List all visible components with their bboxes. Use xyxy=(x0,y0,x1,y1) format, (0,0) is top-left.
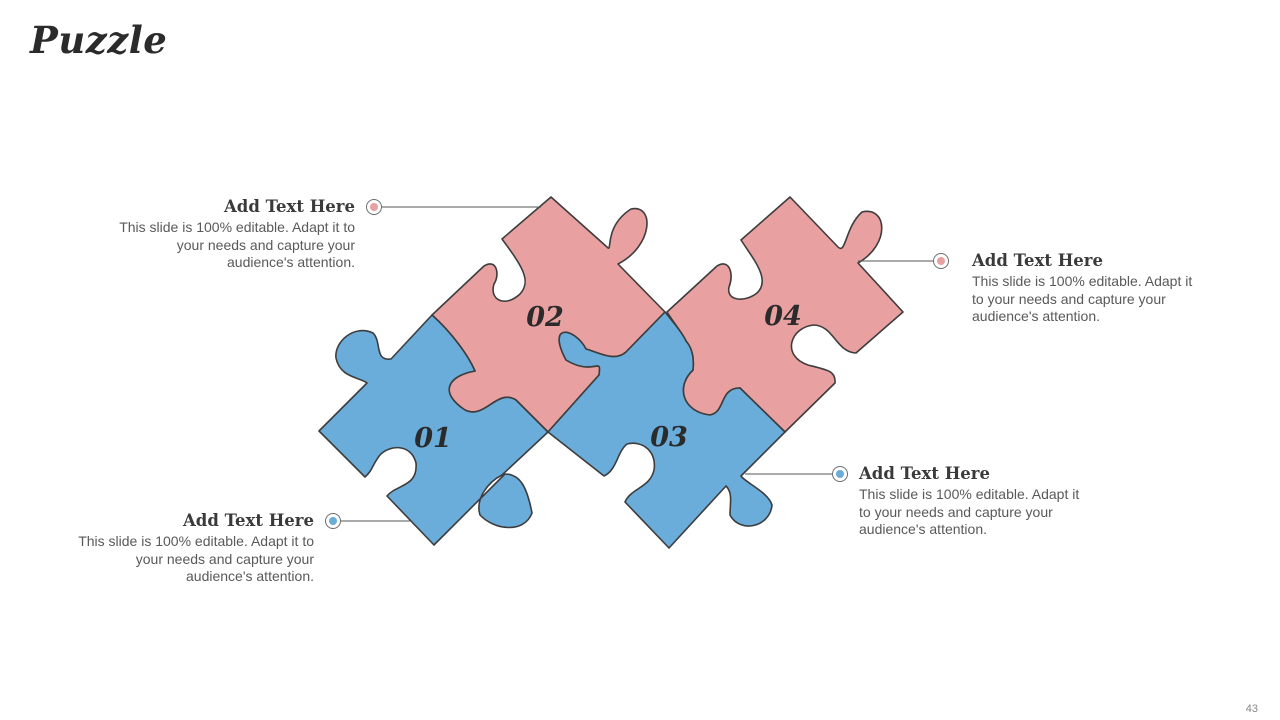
page-number: 43 xyxy=(1245,703,1258,715)
marker-dot-01 xyxy=(325,513,341,529)
callout-bottom-right: Add Text Here This slide is 100% editabl… xyxy=(859,464,1094,539)
callout-title: Add Text Here xyxy=(859,464,990,483)
callout-body: This slide is 100% editable. Adapt it to… xyxy=(859,486,1080,537)
callout-bottom-left: Add Text Here This slide is 100% editabl… xyxy=(74,511,314,586)
puzzle-piece-01 xyxy=(318,314,549,546)
slide-title: Puzzle xyxy=(30,18,168,62)
piece-label-01: 01 xyxy=(414,423,452,454)
callout-title: Add Text Here xyxy=(183,511,314,530)
puzzle-piece-03 xyxy=(547,311,786,549)
callout-body: This slide is 100% editable. Adapt it to… xyxy=(972,273,1193,324)
piece-label-02: 02 xyxy=(526,302,564,333)
piece-label-03: 03 xyxy=(650,422,688,453)
callout-body: This slide is 100% editable. Adapt it to… xyxy=(78,533,314,584)
piece-label-04: 04 xyxy=(764,301,802,332)
marker-dot-04 xyxy=(933,253,949,269)
callout-title: Add Text Here xyxy=(224,197,355,216)
callout-title: Add Text Here xyxy=(972,251,1103,270)
marker-dot-02 xyxy=(366,199,382,215)
marker-dot-03 xyxy=(832,466,848,482)
callout-body: This slide is 100% editable. Adapt it to… xyxy=(119,219,355,270)
callout-top-left: Add Text Here This slide is 100% editabl… xyxy=(115,197,355,272)
callout-top-right: Add Text Here This slide is 100% editabl… xyxy=(972,251,1207,326)
